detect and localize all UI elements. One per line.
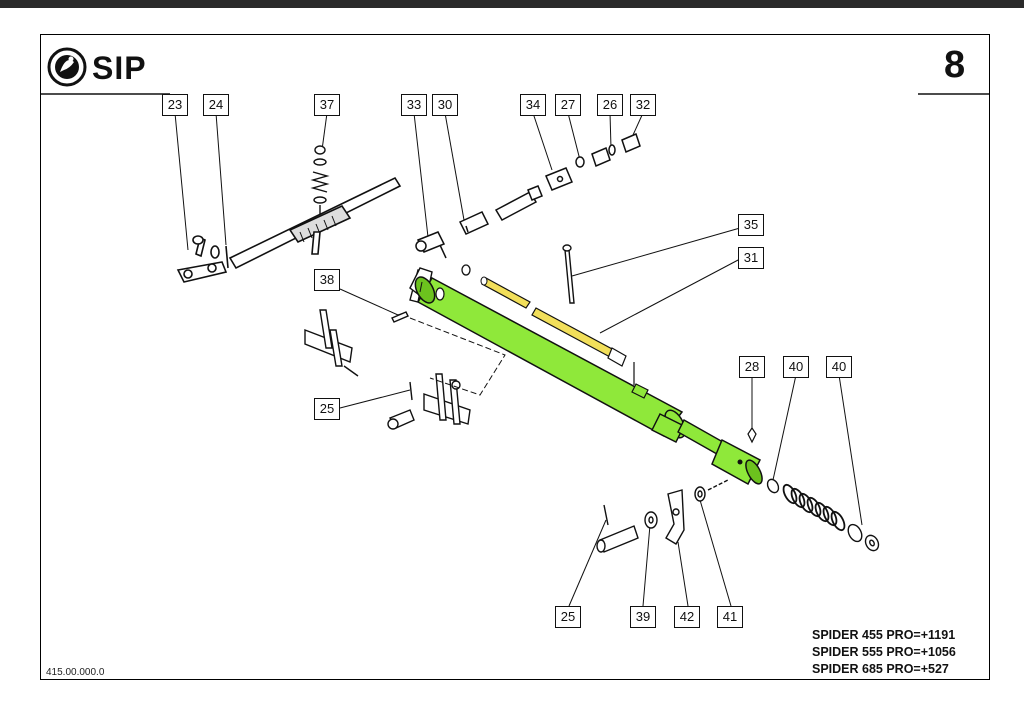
hydraulic-pipes (480, 276, 627, 367)
part-label-42[interactable]: 42 (674, 606, 700, 628)
pin-35 (562, 244, 575, 304)
sip-logo-icon (47, 47, 87, 87)
part-label-26[interactable]: 26 (597, 94, 623, 116)
hydraulic-cylinder-31 (409, 267, 763, 486)
part-label-30[interactable]: 30 (432, 94, 458, 116)
top-bar (0, 0, 1024, 8)
part-label-38[interactable]: 38 (314, 269, 340, 291)
part-label-24[interactable]: 24 (203, 94, 229, 116)
part-label-35[interactable]: 35 (738, 214, 764, 236)
spring-40 (766, 478, 880, 552)
linkage-assembly (176, 176, 402, 283)
spring-37 (310, 145, 330, 215)
part-label-25-upper[interactable]: 25 (314, 398, 340, 420)
brand-name: SIP (92, 50, 147, 86)
upper-rod-assembly (415, 132, 641, 259)
lower-parts (596, 479, 729, 553)
part-label-33[interactable]: 33 (401, 94, 427, 116)
part-label-37[interactable]: 37 (314, 94, 340, 116)
part-label-31[interactable]: 31 (738, 247, 764, 269)
model-list: SPIDER 455 PRO=+1191 SPIDER 555 PRO=+105… (812, 627, 956, 678)
page-number: 8 (944, 44, 966, 86)
leader-lines (174, 112, 863, 607)
part-label-39[interactable]: 39 (630, 606, 656, 628)
model-line: SPIDER 685 PRO=+527 (812, 662, 949, 676)
part-label-23[interactable]: 23 (162, 94, 188, 116)
model-line: SPIDER 455 PRO=+1191 (812, 628, 956, 642)
part-label-41[interactable]: 41 (717, 606, 743, 628)
part-label-25-lower[interactable]: 25 (555, 606, 581, 628)
part-label-27[interactable]: 27 (555, 94, 581, 116)
part-label-40-right[interactable]: 40 (826, 356, 852, 378)
part-label-34[interactable]: 34 (520, 94, 546, 116)
guide-lines (409, 317, 506, 396)
part-label-32[interactable]: 32 (630, 94, 656, 116)
model-line: SPIDER 555 PRO=+1056 (812, 645, 956, 659)
drawing-code: 415.00.000.0 (46, 667, 105, 678)
part-label-40-left[interactable]: 40 (783, 356, 809, 378)
washer-small (461, 264, 471, 276)
part-label-28[interactable]: 28 (739, 356, 765, 378)
grease-nipple-28 (747, 426, 757, 444)
